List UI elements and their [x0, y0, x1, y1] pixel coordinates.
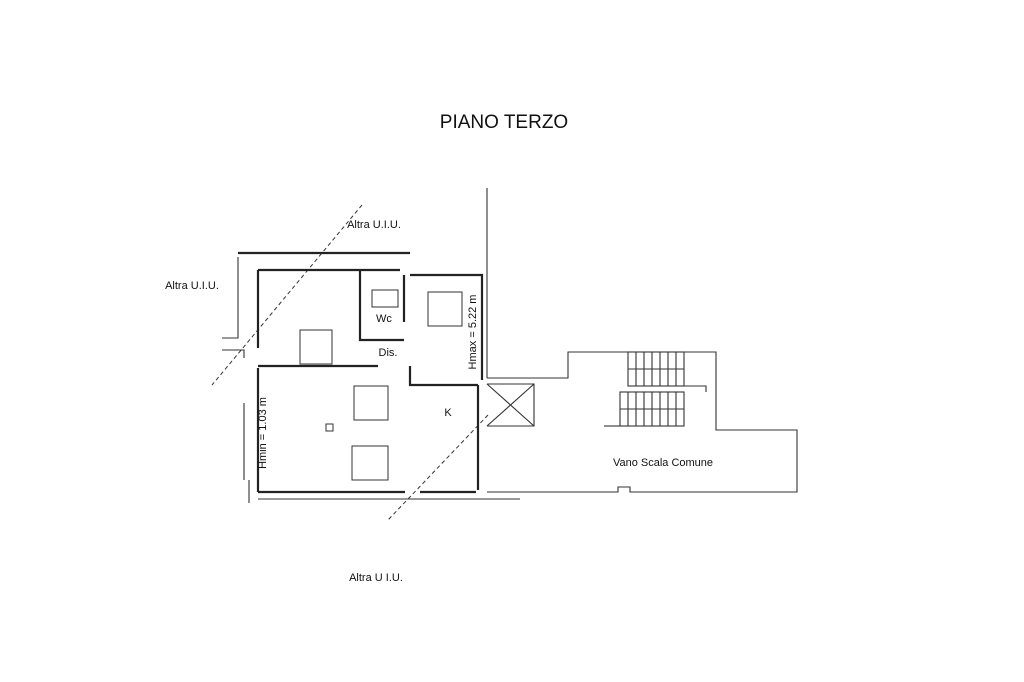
- skylight-wc: [371, 289, 399, 308]
- wall-left-step: [222, 349, 245, 358]
- skylight-room: [427, 291, 463, 327]
- label-hmax: Hmax = 5.22 m: [467, 295, 479, 370]
- wall-kitchen-top: [408, 366, 478, 387]
- apartment-walls: [256, 268, 520, 500]
- stairwell-outline: [487, 351, 798, 493]
- skylight-living-top: [353, 385, 389, 421]
- wall-wc: [358, 270, 404, 342]
- stair-landing: [684, 385, 707, 392]
- chimney: [325, 423, 334, 432]
- label-dis: Dis.: [379, 347, 398, 359]
- skylight-entry: [299, 329, 333, 365]
- label-hmin: Hmin = 1.03 m: [257, 397, 269, 469]
- label-vano-scala: Vano Scala Comune: [613, 457, 713, 469]
- stair-flight-top: [627, 351, 685, 387]
- label-kitchen: K: [444, 407, 452, 419]
- label-altra-left: Altra U.I.U.: [165, 280, 219, 292]
- neighbour-walls: [222, 251, 410, 503]
- wall-top-right: [410, 273, 484, 380]
- plan-title: PIANO TERZO: [440, 112, 568, 133]
- lift-cross-2: [486, 383, 535, 427]
- dashed-line-bottom: [387, 414, 489, 521]
- dashed-lines: [211, 204, 489, 521]
- label-wc: Wc: [376, 313, 392, 325]
- stairwell: [486, 351, 798, 493]
- lift-shaft: [487, 383, 535, 427]
- skylight-living-bottom: [351, 445, 389, 481]
- label-altra-top: Altra U.I.U.: [347, 219, 401, 231]
- stair-flight-bottom: [619, 391, 685, 427]
- label-altra-bottom: Altra U I.U.: [349, 572, 403, 584]
- skylights: [299, 289, 463, 481]
- wall-left-neighbour: [222, 257, 239, 339]
- dashed-line-top: [211, 204, 363, 386]
